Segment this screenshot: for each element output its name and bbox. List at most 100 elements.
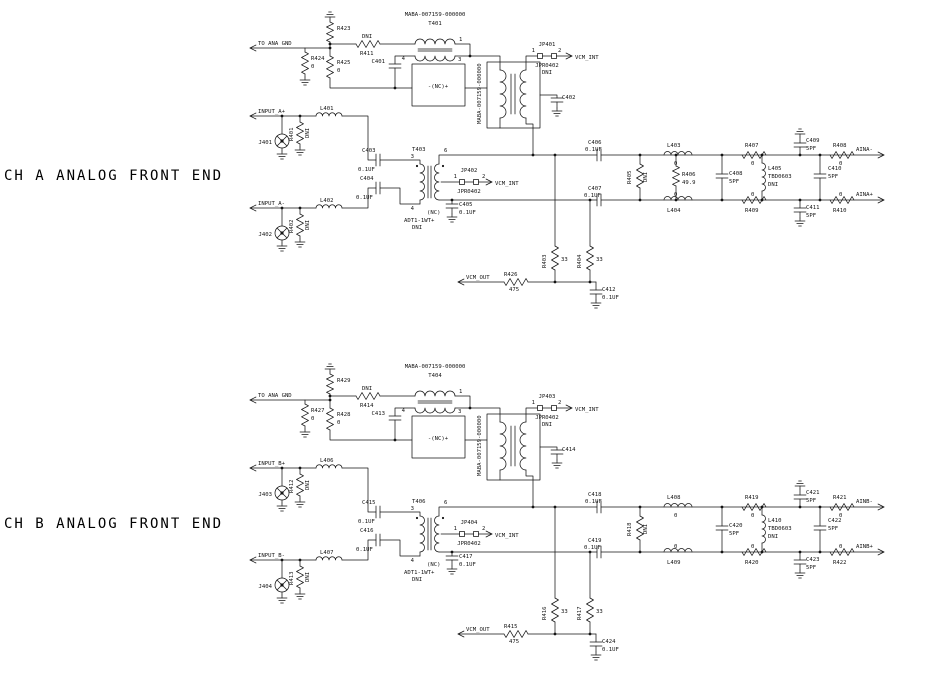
component-label: R412 bbox=[289, 480, 295, 493]
inductor-line-bot bbox=[663, 548, 693, 553]
pin-number: 3 bbox=[411, 154, 414, 160]
resistor-vcm-series bbox=[503, 278, 529, 286]
dni-label: DNI bbox=[643, 524, 649, 534]
polarity-dot bbox=[441, 164, 445, 168]
ground-symbol bbox=[590, 651, 602, 661]
dni-label: DNI bbox=[412, 577, 422, 583]
component-label: 0 bbox=[839, 161, 842, 167]
component-label: 0.1UF bbox=[584, 545, 601, 551]
component-label: 33 bbox=[596, 609, 603, 615]
net-arrow bbox=[485, 530, 493, 538]
component-label: TBD0603 bbox=[768, 526, 792, 532]
connector-refdes: J403 bbox=[259, 492, 272, 498]
inductor-shunt bbox=[761, 162, 766, 192]
jumper-pad bbox=[459, 179, 465, 185]
component-label: 5PF bbox=[828, 526, 839, 532]
component-label: C401 bbox=[372, 59, 385, 65]
balun-refdes: T401 bbox=[428, 21, 441, 27]
junction-dot bbox=[553, 280, 557, 284]
dni-label: DNI bbox=[305, 480, 311, 490]
balun-refdes: T404 bbox=[428, 373, 442, 379]
resistor-input-p bbox=[296, 121, 304, 145]
transformer-box bbox=[411, 415, 466, 459]
component-label: 33 bbox=[561, 257, 568, 263]
component-label: R411 bbox=[360, 51, 373, 57]
connector-refdes: J402 bbox=[259, 232, 272, 238]
component-label: R424 bbox=[311, 56, 325, 62]
jumper-pad bbox=[537, 53, 543, 59]
pin-number: 6 bbox=[444, 500, 447, 506]
dni-label: DNI bbox=[643, 172, 649, 182]
net-label-out: AINB+ bbox=[856, 544, 873, 550]
channel-b-title: CH B ANALOG FRONT END bbox=[4, 516, 223, 532]
jumper-part-label: JPR0402 bbox=[457, 541, 481, 547]
component-label: R420 bbox=[745, 560, 758, 566]
balun2-right-coil bbox=[519, 421, 527, 471]
component-label: DNI bbox=[362, 386, 372, 392]
capacitor-tap bbox=[445, 203, 459, 209]
adt-primary-coil bbox=[419, 515, 425, 553]
net-arrow bbox=[877, 196, 885, 204]
component-label: 0 bbox=[751, 192, 754, 198]
component-label: C406 bbox=[588, 140, 601, 146]
transformer-box bbox=[411, 63, 466, 107]
balun-part-label-vertical: MABA-007159-000000 bbox=[477, 415, 483, 476]
pin-number: 2 bbox=[482, 174, 485, 180]
capacitor-vcm bbox=[589, 289, 603, 295]
jumper-refdes: JP404 bbox=[461, 520, 478, 526]
resistor-pull-mid bbox=[326, 407, 334, 431]
capacitor-vcm bbox=[589, 641, 603, 647]
capacitor-between bbox=[813, 525, 827, 531]
jumper-pad bbox=[537, 405, 543, 411]
component-label: C422 bbox=[828, 518, 841, 524]
balun2-left-coil bbox=[499, 421, 507, 471]
connector-input-n bbox=[274, 577, 290, 593]
jumper-pad bbox=[551, 405, 557, 411]
component-label: 0 bbox=[751, 161, 754, 167]
capacitor-gnd-top bbox=[793, 494, 807, 500]
component-label: R425 bbox=[337, 60, 350, 66]
dni-label: DNI bbox=[305, 572, 311, 582]
component-label: TBD0603 bbox=[768, 174, 792, 180]
net-label-out: AINA+ bbox=[856, 192, 873, 198]
net-label-out: AINB- bbox=[856, 499, 873, 505]
ground-symbol bbox=[551, 107, 563, 117]
component-label: 0 bbox=[337, 420, 340, 426]
jumper-refdes: JP402 bbox=[461, 168, 478, 174]
pin-number: 6 bbox=[444, 148, 447, 154]
net-label-vcm-int: VCM_INT bbox=[575, 407, 599, 413]
resistor-line-bot bbox=[741, 196, 767, 204]
nc-label: -(NC)+ bbox=[428, 84, 449, 90]
resistor-shunt-dni bbox=[636, 515, 644, 541]
component-label: 0.1UF bbox=[602, 295, 619, 301]
capacitor-input bbox=[388, 415, 402, 421]
component-label: 0.1UF bbox=[584, 193, 601, 199]
component-label: C413 bbox=[372, 411, 385, 417]
resistor-vcm-top bbox=[551, 597, 559, 623]
component-label: C415 bbox=[362, 500, 375, 506]
balun-output-cap: C414 bbox=[539, 446, 576, 469]
component-label: DNI bbox=[362, 34, 372, 40]
connector-input-n bbox=[274, 225, 290, 241]
component-label: R403 bbox=[542, 255, 548, 268]
polarity-dot bbox=[415, 164, 419, 168]
ground-symbol bbox=[299, 76, 311, 86]
component-label: R429 bbox=[337, 378, 350, 384]
resistor-out-bot bbox=[829, 196, 855, 204]
capacitor-gnd-bot bbox=[793, 207, 807, 213]
ground-symbol bbox=[446, 565, 458, 575]
net-arrow bbox=[877, 503, 885, 511]
component-label: C423 bbox=[806, 557, 819, 563]
component-label: 0 bbox=[839, 513, 842, 519]
component-label: R415 bbox=[504, 624, 517, 630]
capacitor-block-n bbox=[375, 533, 381, 547]
ground-symbol bbox=[794, 217, 806, 227]
